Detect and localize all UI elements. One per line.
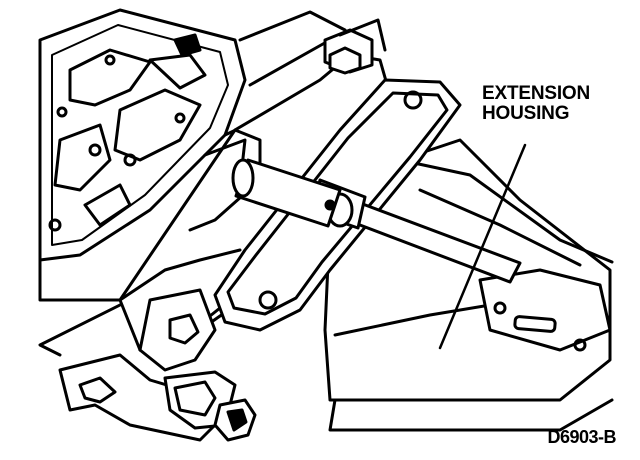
extension-housing xyxy=(323,138,614,432)
callout-leader xyxy=(438,143,527,350)
lower-bracket xyxy=(58,288,257,442)
valve-body xyxy=(38,8,247,262)
callout-line-1: EXTENSION xyxy=(482,83,590,104)
callout-line-2: HOUSING xyxy=(482,103,570,124)
socket-tool xyxy=(231,158,522,284)
extension-housing-callout: EXTENSION HOUSING xyxy=(482,84,590,124)
figure-reference-code: D6903-B xyxy=(547,427,616,447)
upper-bolt xyxy=(323,18,387,75)
